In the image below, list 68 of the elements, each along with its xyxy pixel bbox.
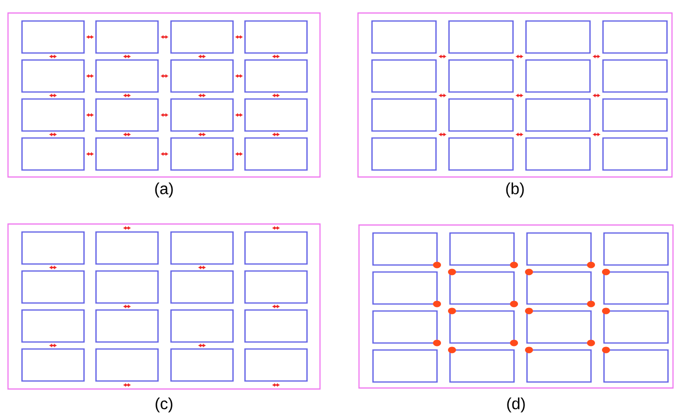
cell-box	[448, 98, 514, 132]
cell-box	[170, 59, 234, 93]
cell-box	[603, 310, 669, 344]
cell-box	[95, 59, 159, 93]
cell-box	[244, 59, 308, 93]
cell-box	[372, 271, 438, 305]
cell-box	[449, 271, 515, 305]
cell-box	[602, 20, 668, 54]
cell-box	[603, 232, 669, 266]
cell-box	[21, 98, 85, 132]
cell-box	[602, 59, 668, 93]
panel-caption: (a)	[155, 182, 173, 198]
cell-box	[244, 20, 308, 54]
cell-box	[170, 137, 234, 171]
cell-box	[95, 20, 159, 54]
cell-box	[95, 137, 159, 171]
cell-box	[95, 348, 159, 382]
cell-box	[244, 348, 308, 382]
cell-box	[244, 231, 308, 265]
cell-box	[603, 271, 669, 305]
panel-caption: (c)	[156, 398, 172, 412]
cell-box	[602, 98, 668, 132]
cell-box	[21, 137, 85, 171]
cell-box	[170, 348, 234, 382]
cell-box	[170, 98, 234, 132]
cell-box	[525, 59, 591, 93]
cell-box	[21, 20, 85, 54]
cell-box	[448, 20, 514, 54]
cell-box	[448, 137, 514, 171]
cell-box	[526, 271, 592, 305]
cell-box	[371, 20, 437, 54]
panel-caption: (b)	[506, 182, 524, 198]
cell-box	[170, 309, 234, 343]
cell-box	[244, 137, 308, 171]
cell-box	[170, 270, 234, 304]
cell-box	[371, 98, 437, 132]
cell-box	[526, 349, 592, 383]
cell-box	[449, 349, 515, 383]
cell-box	[21, 348, 85, 382]
cell-box	[603, 349, 669, 383]
cell-box	[21, 231, 85, 265]
cell-box	[21, 309, 85, 343]
cell-box	[244, 270, 308, 304]
cell-box	[95, 270, 159, 304]
cell-box	[170, 20, 234, 54]
cell-box	[372, 310, 438, 344]
cell-box	[525, 98, 591, 132]
cell-box	[526, 310, 592, 344]
cell-box	[244, 98, 308, 132]
cell-box	[244, 309, 308, 343]
cell-box	[95, 231, 159, 265]
cell-box	[95, 309, 159, 343]
cell-box	[525, 137, 591, 171]
cell-box	[525, 20, 591, 54]
cell-box	[21, 270, 85, 304]
panel-caption: (d)	[507, 398, 525, 412]
cell-box	[371, 137, 437, 171]
cell-box	[526, 232, 592, 266]
cell-box	[21, 59, 85, 93]
cell-box	[449, 310, 515, 344]
cell-box	[371, 59, 437, 93]
cell-box	[372, 232, 438, 266]
cell-box	[602, 137, 668, 171]
cell-box	[448, 59, 514, 93]
cell-box	[372, 349, 438, 383]
cell-box	[449, 232, 515, 266]
cell-box	[95, 98, 159, 132]
cell-box	[170, 231, 234, 265]
